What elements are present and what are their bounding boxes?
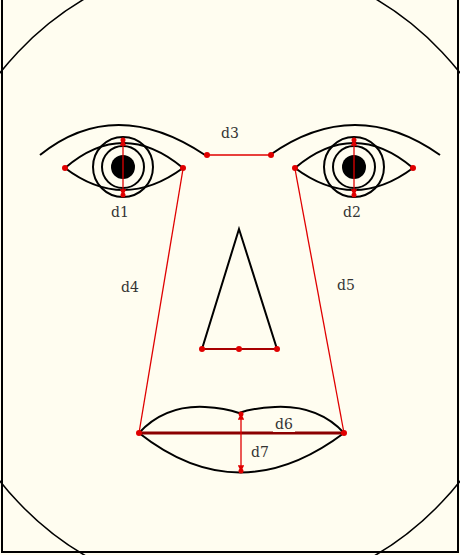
dimension-label: d3	[219, 125, 241, 141]
dimension-label: d1	[109, 204, 131, 220]
eyebrow	[270, 125, 440, 155]
dimension-label: d5	[335, 277, 357, 293]
dimension-label: d6	[273, 416, 295, 432]
nose	[202, 229, 277, 349]
dimension-label: d7	[249, 444, 271, 460]
dimension-label: d2	[341, 204, 363, 220]
eye	[295, 137, 413, 197]
eye	[65, 137, 183, 197]
measurement-lines	[123, 140, 354, 471]
landmark-points	[62, 138, 416, 474]
dimension-label: d4	[119, 279, 141, 295]
